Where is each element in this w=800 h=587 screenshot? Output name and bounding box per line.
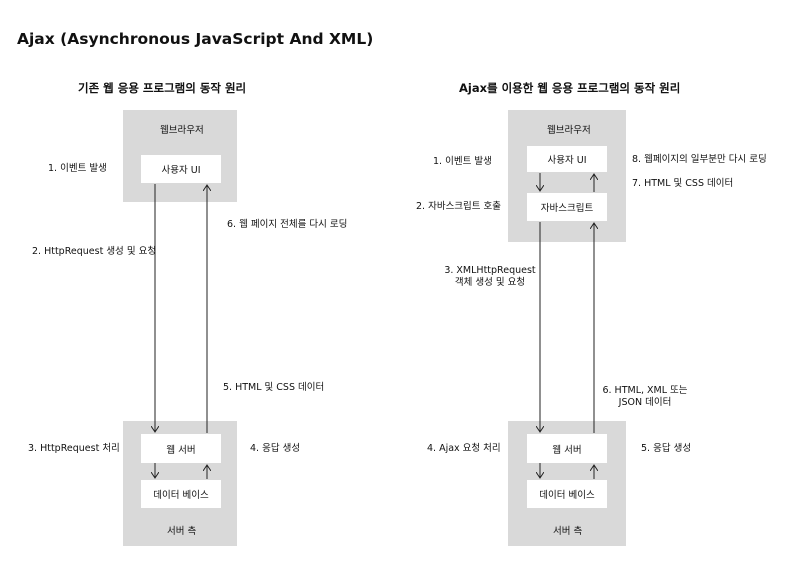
right-step-7: 7. HTML 및 CSS 데이터 [632,178,734,189]
right-step-6: 6. HTML, XML 또는 JSON 데이터 [600,385,690,409]
right-server-label: 서버 측 [553,526,583,537]
right-step-2: 2. 자바스크립트 호출 [416,201,502,212]
right-step-5: 5. 응답 생성 [641,443,692,454]
left-step-1: 1. 이벤트 발생 [48,163,107,174]
left-step-3: 3. HttpRequest 처리 [28,443,120,454]
right-step-1: 1. 이벤트 발생 [433,156,492,167]
left-step-5: 5. HTML 및 CSS 데이터 [223,382,325,393]
left-subtitle: 기존 웹 응용 프로그램의 동작 원리 [78,81,247,95]
left-step-6: 6. 웹 페이지 전체를 다시 로딩 [227,219,348,230]
left-database-box: 데이터 베이스 [141,480,221,508]
left-browser-label: 웹브라우저 [160,125,204,136]
page-title: Ajax (Asynchronous JavaScript And XML) [17,30,374,48]
right-step-4: 4. Ajax 요청 처리 [427,443,501,454]
left-step-2: 2. HttpRequest 생성 및 요청 [32,246,157,257]
left-user-ui-box: 사용자 UI [141,155,221,183]
right-subtitle: Ajax를 이용한 웹 응용 프로그램의 동작 원리 [459,81,681,95]
right-step-3-line-1: 3. XMLHttpRequest [444,265,536,276]
left-server-label: 서버 측 [167,526,197,537]
right-step-3: 3. XMLHttpRequest 객체 생성 및 요청 [440,265,540,289]
right-step-8: 8. 웹페이지의 일부분만 다시 로딩 [632,154,767,165]
right-browser-label: 웹브라우저 [547,125,591,136]
right-javascript-box: 자바스크립트 [527,193,607,221]
right-step-6-line-1: 6. HTML, XML 또는 [602,385,688,396]
right-database-box: 데이터 베이스 [527,480,607,508]
left-web-server-box: 웹 서버 [141,434,221,463]
right-step-6-line-2: JSON 데이터 [618,397,672,408]
left-step-4: 4. 응답 생성 [250,443,301,454]
right-web-server-box: 웹 서버 [527,434,607,463]
right-user-ui-box: 사용자 UI [527,146,607,172]
right-step-3-line-2: 객체 생성 및 요청 [454,277,526,288]
